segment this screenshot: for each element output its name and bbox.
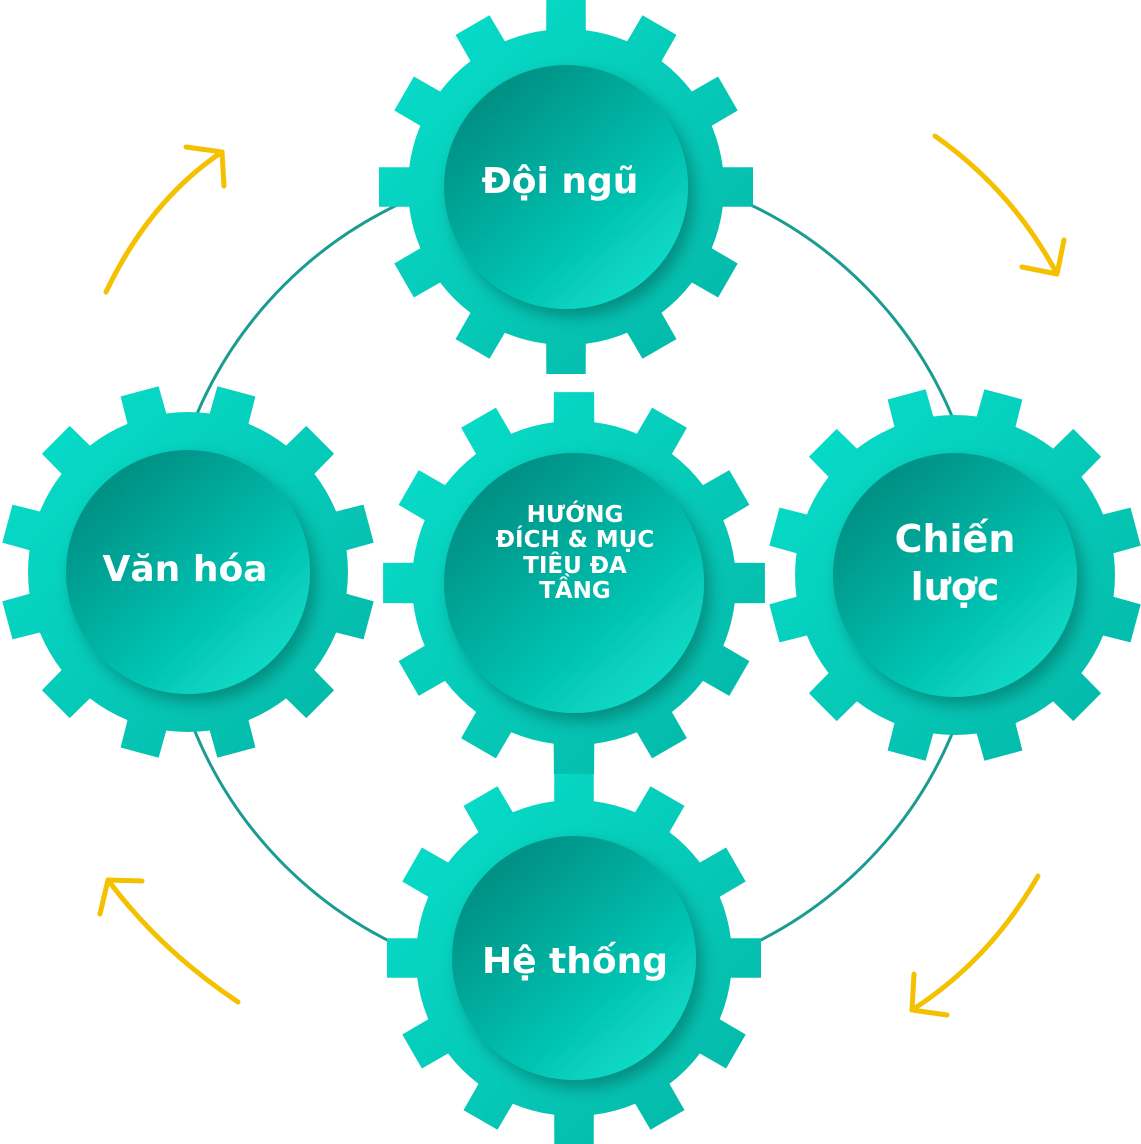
- gear-left-face: [66, 450, 310, 694]
- gear-right-text-line2: lược: [910, 564, 1000, 609]
- gear-bottom-text: Hệ thống: [481, 941, 669, 982]
- gear-right-text-line1: Chiến: [894, 517, 1016, 561]
- gear-left-text: Văn hóa: [102, 549, 268, 590]
- gear-top-face: [444, 65, 688, 309]
- gear-center-text-line4: TẦNG: [539, 577, 611, 604]
- gear-right: [769, 389, 1141, 761]
- gear-label-he-thong: Hệ thống: [425, 940, 725, 983]
- gear-center-face: [444, 453, 704, 713]
- gear-top: [379, 0, 753, 374]
- gear-left: [2, 386, 374, 758]
- gear-label-chien-luoc: Chiến lược: [805, 516, 1105, 611]
- arrow-top-left-icon: [103, 144, 227, 295]
- gear-label-center: HƯỚNG ĐÍCH & MỤC TIÊU ĐA TẦNG: [455, 502, 695, 604]
- gear-center-text-line3: TIÊU ĐA: [523, 552, 627, 579]
- gear-bottom: [387, 771, 761, 1144]
- gear-center-text-line1: HƯỚNG: [526, 502, 624, 528]
- gear-center-text-line2: ĐÍCH & MỤC: [495, 527, 655, 554]
- arrow-bottom-right-icon: [909, 873, 1041, 1018]
- gear-label-doi-ngu: Đội ngũ: [410, 160, 710, 203]
- arrow-bottom-left-icon: [97, 877, 241, 1005]
- arrow-top-right-icon: [932, 133, 1067, 277]
- cycle-arrows: [97, 133, 1067, 1018]
- gear-label-van-hoa: Văn hóa: [35, 548, 335, 591]
- gear-top-text: Đội ngũ: [481, 161, 639, 202]
- gear-bottom-face: [452, 836, 696, 1080]
- gear-center: [383, 392, 765, 774]
- gear-right-face: [833, 453, 1077, 697]
